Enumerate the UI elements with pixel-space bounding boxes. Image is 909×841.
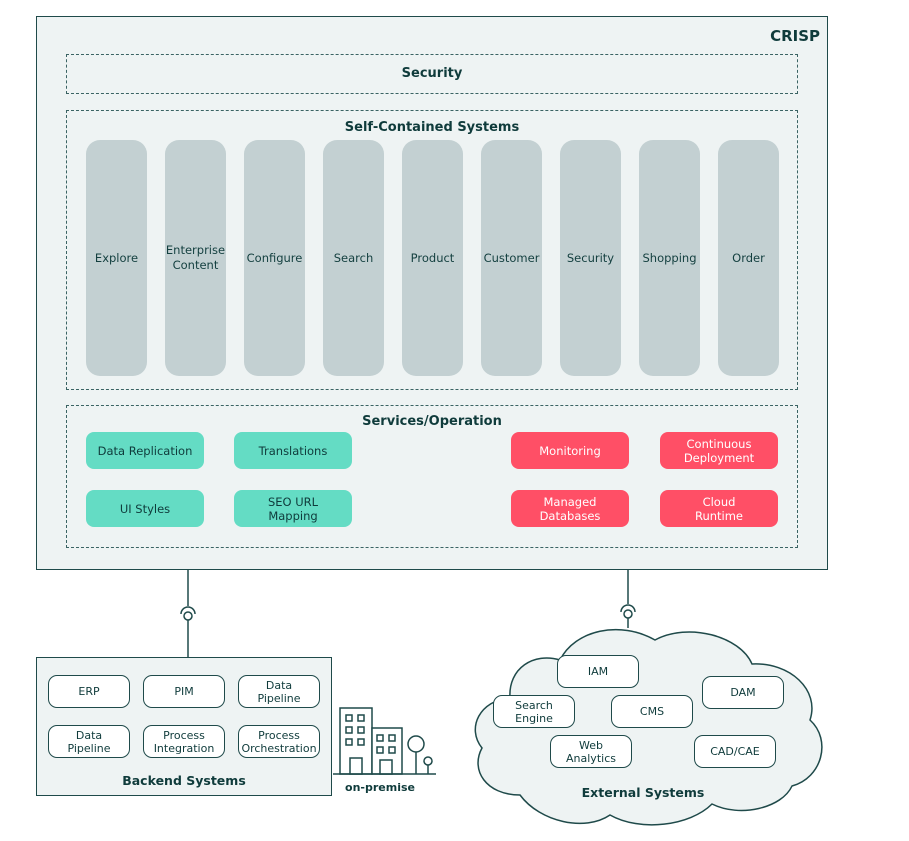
backend-data-pipeline-top: Data Pipeline (238, 675, 320, 708)
service-data-replication: Data Replication (86, 432, 204, 469)
ball-external (623, 609, 633, 619)
external-cms: CMS (611, 695, 693, 728)
building-icon (339, 707, 433, 775)
scs-security: Security (560, 140, 621, 376)
external-web-analytics: Web Analytics (550, 735, 632, 768)
scs-enterprise-content: Enterprise Content (165, 140, 226, 376)
self-contained-systems-title: Self-Contained Systems (344, 120, 520, 135)
backend-process-integration: Process Integration (143, 725, 225, 758)
security-bar-label: Security (401, 66, 463, 81)
external-cad-cae: CAD/CAE (694, 735, 776, 768)
on-premise-label: on-premise (345, 781, 415, 794)
backend-pim: PIM (143, 675, 225, 708)
scs-shopping: Shopping (639, 140, 700, 376)
crisp-title: CRISP (770, 27, 820, 45)
backend-erp: ERP (48, 675, 130, 708)
service-managed-databases: Managed Databases (511, 490, 629, 527)
backend-process-orchestration: Process Orchestration (238, 725, 320, 758)
ball-backend (183, 611, 193, 621)
service-ui-styles: UI Styles (86, 490, 204, 527)
external-iam: IAM (557, 655, 639, 688)
scs-configure: Configure (244, 140, 305, 376)
external-search-engine: Search Engine (493, 695, 575, 728)
scs-customer: Customer (481, 140, 542, 376)
backend-systems-title: Backend Systems (122, 773, 246, 788)
security-bar (66, 54, 798, 94)
service-cloud-runtime: Cloud Runtime (660, 490, 778, 527)
service-seo-url-mapping: SEO URL Mapping (234, 490, 352, 527)
socket-backend (180, 606, 196, 615)
service-continuous-deployment: Continuous Deployment (660, 432, 778, 469)
scs-product: Product (402, 140, 463, 376)
service-translations: Translations (234, 432, 352, 469)
external-dam: DAM (702, 676, 784, 709)
service-monitoring: Monitoring (511, 432, 629, 469)
backend-data-pipeline-bottom: Data Pipeline (48, 725, 130, 758)
external-systems-title: External Systems (581, 785, 705, 800)
services-operation-title: Services/Operation (362, 414, 502, 429)
scs-search: Search (323, 140, 384, 376)
scs-order: Order (718, 140, 779, 376)
socket-external (620, 604, 636, 613)
scs-explore: Explore (86, 140, 147, 376)
